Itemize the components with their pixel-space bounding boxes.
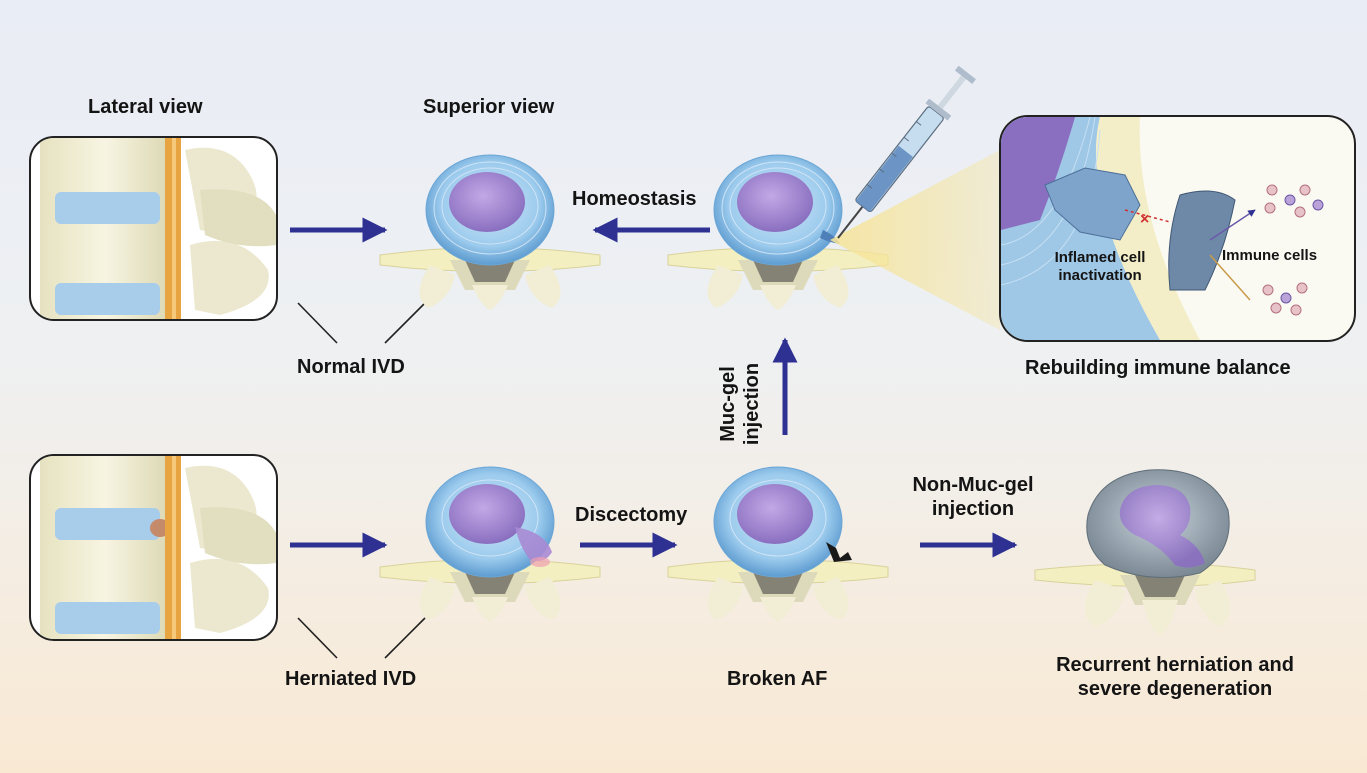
label-recurrent-line2: severe degeneration [1077, 678, 1273, 700]
syringe [837, 65, 976, 239]
disc-normal-superior [379, 154, 601, 310]
label-normal-ivd: Normal IVD [297, 356, 405, 378]
zoom-panel: × [999, 115, 1356, 342]
label-muc-gel-injection: Muc-gel injection [716, 344, 764, 464]
label-inflamed-line1: Inflamed cell [1054, 249, 1146, 266]
connector-lines [297, 302, 426, 659]
lateral-panel-normal [29, 136, 278, 321]
label-muc-gel-line1: Muc-gel [717, 366, 739, 442]
label-lateral-view: Lateral view [88, 96, 203, 118]
disc-broken-af [667, 466, 889, 622]
label-broken-af: Broken AF [727, 668, 828, 690]
label-discectomy: Discectomy [575, 504, 688, 526]
svg-text:×: × [1140, 211, 1149, 228]
label-non-muc-gel-injection: Non-Muc-gel injection [893, 473, 1053, 521]
label-homeostasis: Homeostasis [572, 188, 697, 210]
label-inflamed-line2: inactivation [1058, 267, 1142, 284]
label-rebuilding-immune-balance: Rebuilding immune balance [1025, 357, 1291, 379]
label-recurrent-line1: Recurrent herniation and [1056, 654, 1294, 676]
lateral-panel-herniated [29, 454, 278, 641]
label-herniated-ivd: Herniated IVD [285, 668, 417, 690]
zoom-beam [830, 150, 1000, 330]
disc-degenerated [1034, 469, 1256, 635]
label-immune-cells: Immune cells [1222, 247, 1318, 264]
label-muc-gel-line2: injection [741, 362, 763, 446]
disc-herniated [379, 466, 601, 622]
disc-treated [667, 154, 889, 310]
label-non-muc-line1: Non-Muc-gel [912, 474, 1034, 496]
label-non-muc-line2: injection [931, 498, 1015, 520]
label-inflamed-cell-inactivation: Inflamed cell inactivation [1040, 249, 1160, 285]
label-recurrent-herniation: Recurrent herniation and severe degenera… [1010, 653, 1340, 701]
label-superior-view: Superior view [423, 96, 555, 118]
flow-arrows [290, 217, 1018, 558]
